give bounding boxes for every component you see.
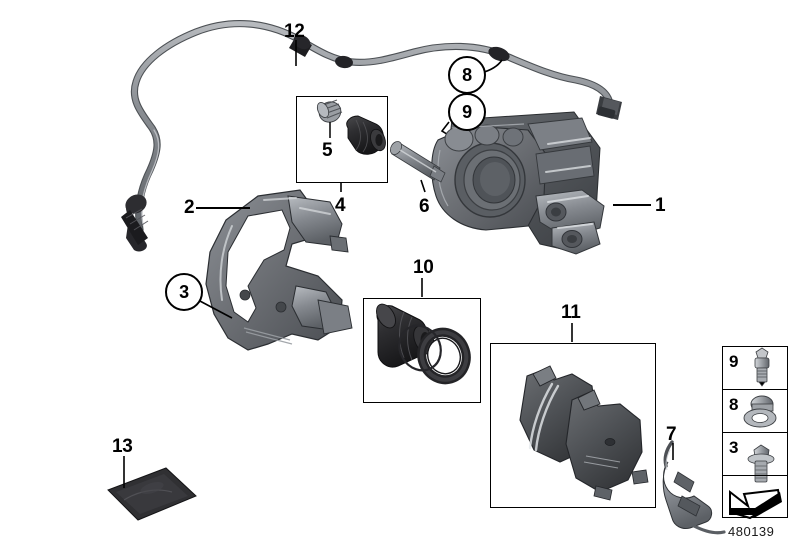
callout-3: 3 [165, 273, 203, 311]
group-box-10 [363, 298, 481, 403]
callout-10: 10 [413, 257, 434, 278]
callout-8: 8 [448, 56, 486, 94]
sensor-tip [121, 194, 149, 252]
leader-3 [197, 299, 233, 319]
caliper-carrier-bracket [205, 189, 353, 351]
anti-squeal-paste-sachet [107, 467, 197, 521]
guide-pin-cap [316, 99, 343, 123]
cable-grommet [335, 55, 353, 69]
legend-art-9 [754, 347, 770, 387]
callout-11: 11 [561, 302, 581, 323]
callout-9: 9 [448, 93, 486, 131]
legend-art-direction-arrow [729, 488, 782, 520]
cable-grommet [289, 34, 312, 57]
legend-art-3 [747, 444, 775, 483]
pad-retaining-spring-clip [662, 440, 726, 535]
callout-13: 13 [112, 436, 133, 457]
fastener-legend [722, 346, 788, 518]
callout-5: 5 [322, 140, 333, 161]
guide-pin-boot [346, 115, 386, 155]
callout-12: 12 [284, 21, 305, 42]
brake-caliper-housing [431, 111, 605, 255]
brake-pad-set [519, 365, 649, 501]
legend-row [723, 347, 787, 390]
callout-1: 1 [655, 195, 666, 216]
legend-row [723, 390, 787, 433]
legend-number-9: 9 [729, 352, 739, 371]
legend-row [723, 476, 787, 517]
sensor-connector [596, 96, 622, 120]
wear-sensor-cable [121, 20, 622, 252]
callout-4: 4 [335, 195, 346, 216]
legend-art-8 [743, 395, 777, 428]
callout-2: 2 [184, 197, 195, 218]
leader-6 [420, 179, 426, 193]
callout-6: 6 [419, 196, 430, 217]
piston-and-seal-kit [376, 303, 471, 385]
callout-7: 7 [666, 424, 677, 445]
cable-grommet [488, 46, 510, 62]
legend-number-3: 3 [729, 438, 739, 457]
diagram-part-number: 480139 [728, 524, 775, 539]
group-box-11 [490, 343, 656, 508]
guide-pin-bolt [389, 141, 446, 183]
legend-number-8: 8 [729, 395, 739, 414]
group-box-4 [296, 96, 388, 183]
legend-row [723, 433, 787, 476]
